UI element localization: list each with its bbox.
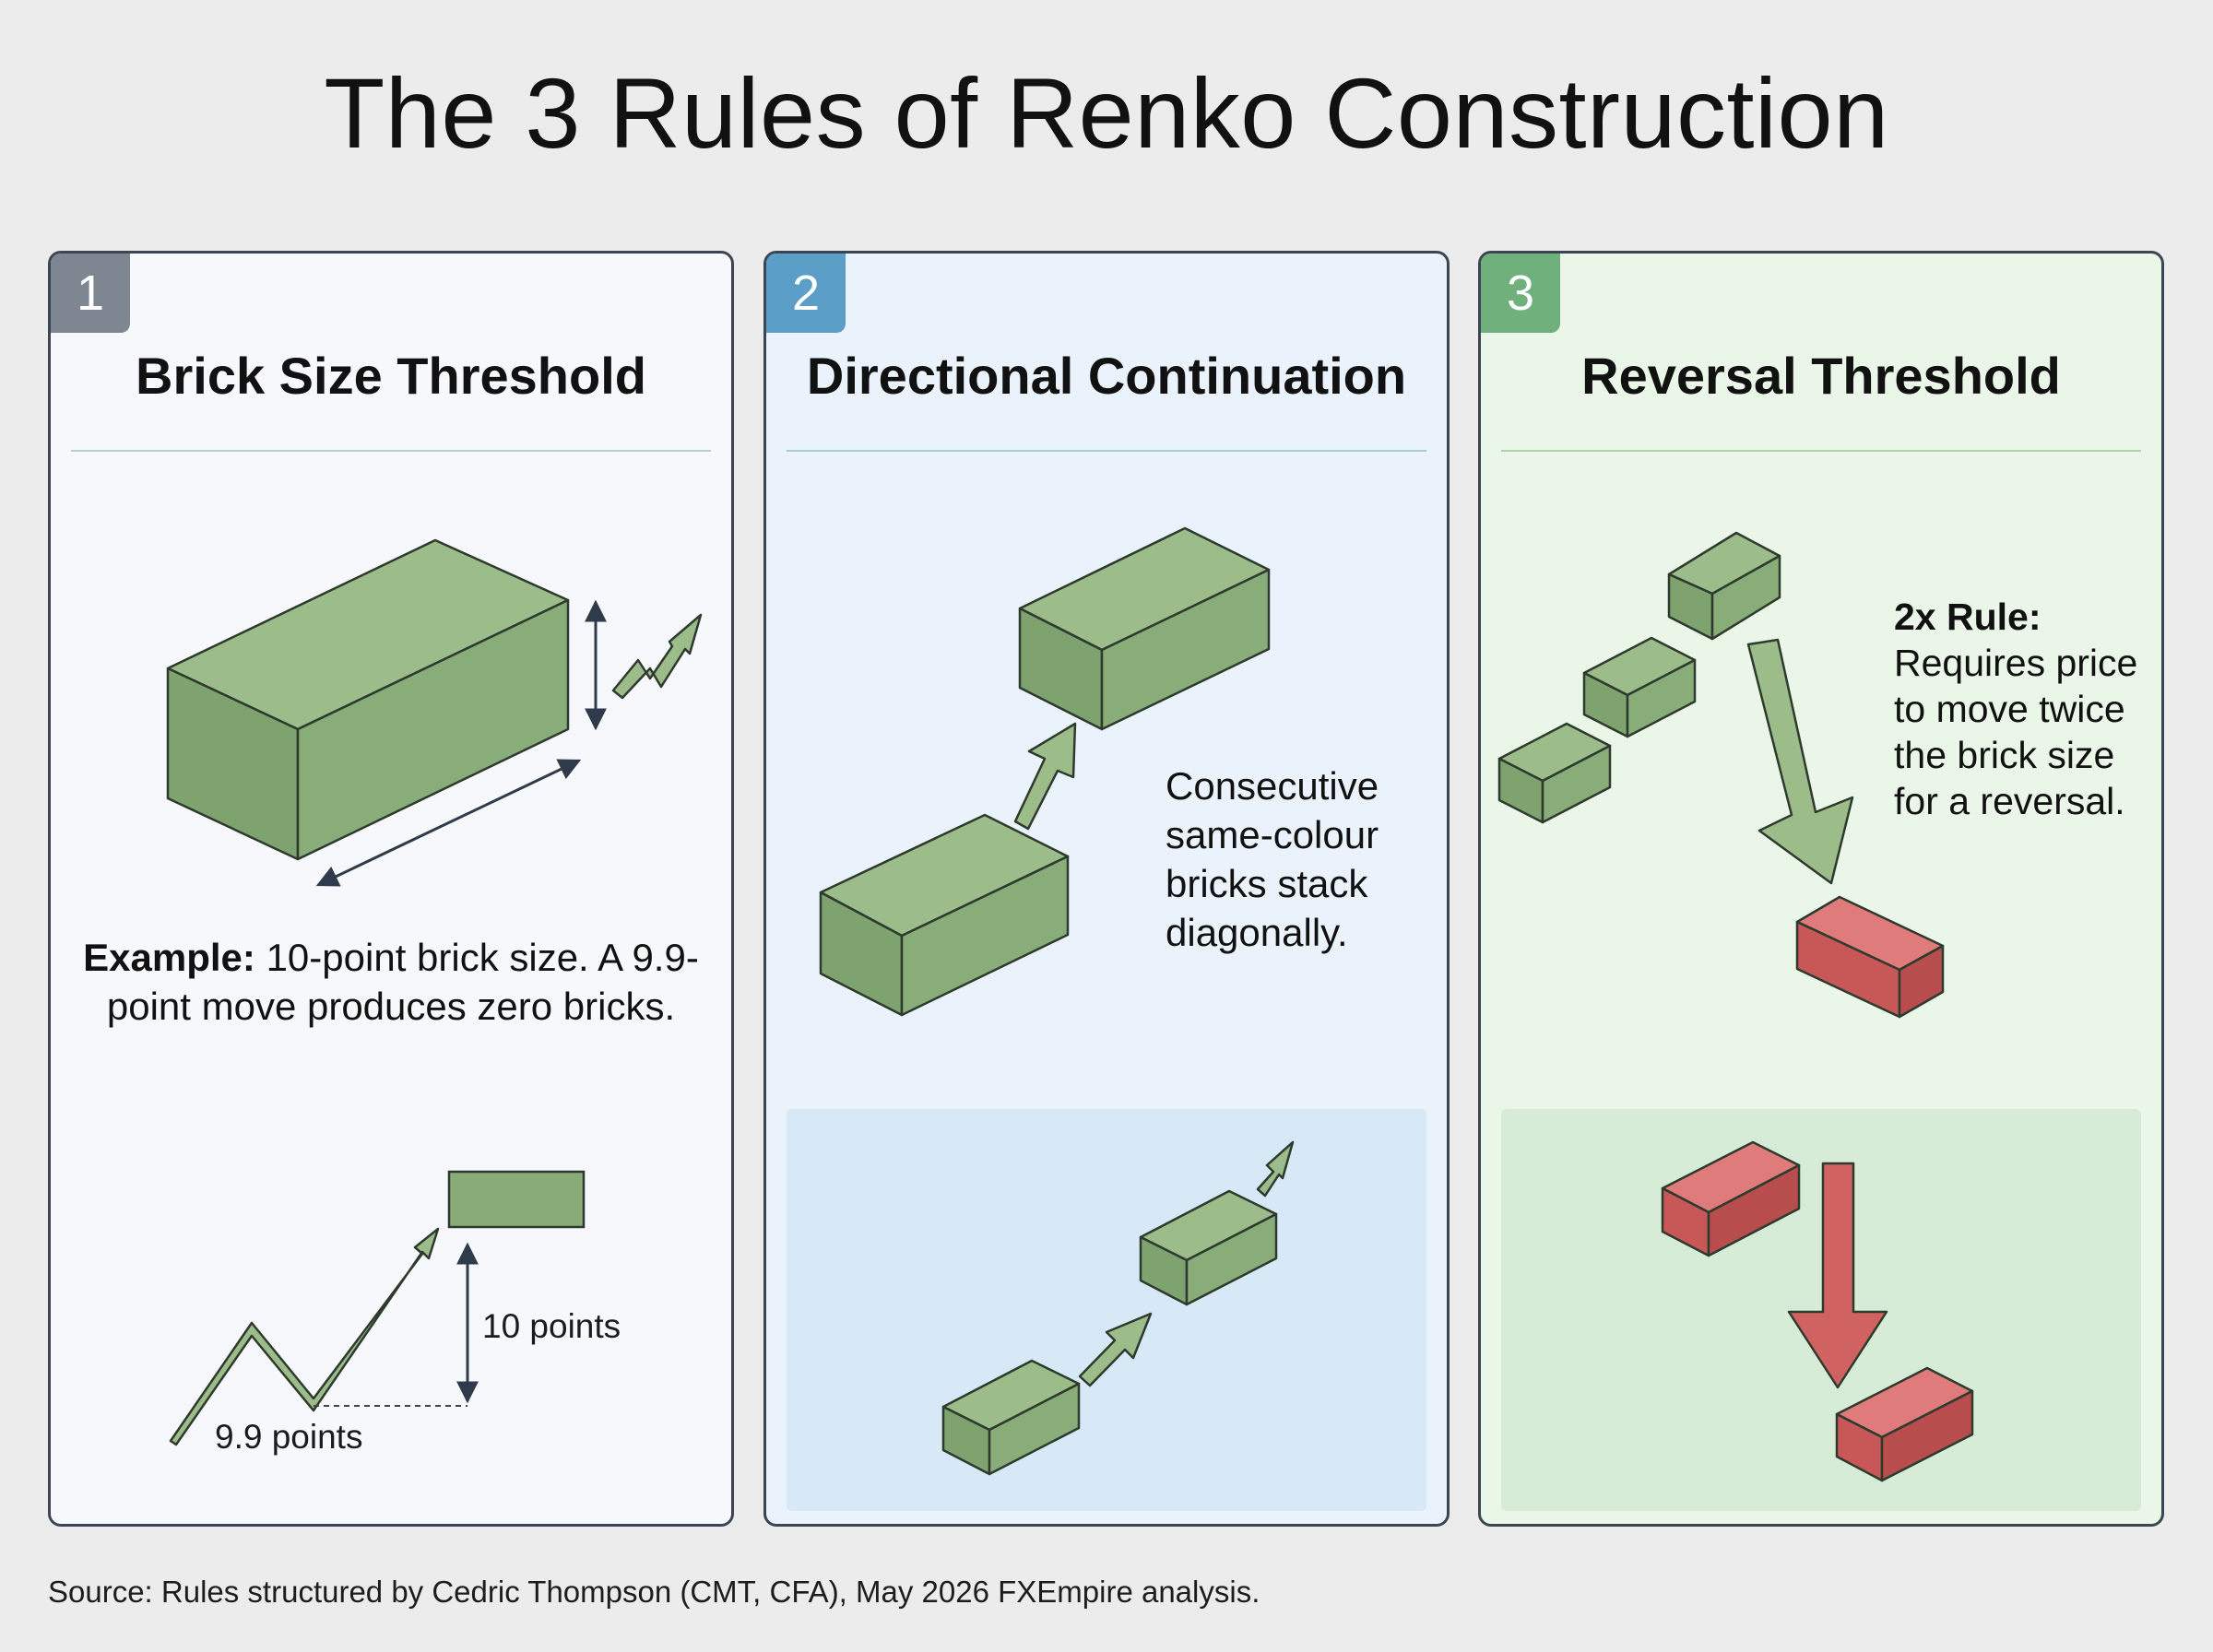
lower-green-brick bbox=[819, 813, 1070, 1017]
panel-reversal-threshold: 3 Reversal Threshold bbox=[1478, 251, 2164, 1527]
stair-brick-2 bbox=[1582, 636, 1697, 738]
brick-illustration: 10 points 9.9 points bbox=[166, 538, 703, 1456]
two-x-rule-label: 2x Rule: bbox=[1894, 596, 2041, 638]
bottom-lower-brick bbox=[941, 1359, 1081, 1476]
panel-title: Brick Size Threshold bbox=[136, 347, 646, 405]
page-title: The 3 Rules of Renko Construction bbox=[324, 57, 1889, 169]
price-path-arrow bbox=[169, 1227, 440, 1446]
zigzag-arrow-icon bbox=[611, 613, 703, 700]
reversal-illustration bbox=[1497, 531, 1974, 1482]
source-note: Source: Rules structured by Cedric Thomp… bbox=[48, 1575, 1260, 1609]
panel-number-badge: 1 bbox=[51, 254, 130, 333]
divider bbox=[71, 450, 711, 452]
continuation-note: Consecutive same-colour bricks stack dia… bbox=[1166, 764, 1379, 954]
example-text: Example: 10-point brick size. A 9.9-poin… bbox=[69, 933, 713, 1031]
stacking-illustration bbox=[819, 526, 1295, 1476]
bottom-red-brick-lower bbox=[1835, 1366, 1974, 1482]
two-x-rule-note: 2x Rule: Requires price to move twice th… bbox=[1894, 594, 2152, 824]
reversal-down-arrow-icon bbox=[1746, 638, 1854, 885]
panel-number-badge: 3 bbox=[1481, 254, 1560, 333]
stair-brick-1 bbox=[1497, 722, 1612, 824]
target-brick bbox=[447, 1170, 586, 1229]
bottom-red-down-arrow-icon bbox=[1787, 1162, 1888, 1389]
example-label: Example: bbox=[83, 936, 255, 979]
upper-green-brick bbox=[1018, 526, 1271, 731]
up-right-arrow-icon bbox=[1013, 722, 1077, 831]
label-9-9-points: 9.9 points bbox=[215, 1418, 362, 1456]
length-arrow bbox=[315, 759, 582, 887]
stair-brick-3 bbox=[1667, 531, 1781, 641]
label-10-points: 10 points bbox=[482, 1307, 621, 1345]
red-reversal-brick bbox=[1795, 895, 1945, 1019]
divider bbox=[787, 450, 1426, 452]
panel-directional-continuation: 2 Directional Continuation bbox=[763, 251, 1450, 1527]
bottom-upper-brick bbox=[1139, 1189, 1278, 1306]
bottom-continuation-arrow-icon bbox=[1256, 1140, 1295, 1198]
example-diagram-box bbox=[787, 1109, 1426, 1511]
divider bbox=[1501, 450, 2141, 452]
panel-title: Reversal Threshold bbox=[1581, 347, 2061, 405]
large-green-brick bbox=[166, 538, 570, 861]
bottom-red-brick-upper bbox=[1661, 1140, 1801, 1257]
bottom-arrow-icon bbox=[1078, 1312, 1153, 1387]
example-diagram-box bbox=[1501, 1109, 2141, 1511]
example-body: 10-point brick size. A 9.9-point move pr… bbox=[106, 936, 699, 1028]
panel-number-badge: 2 bbox=[766, 254, 846, 333]
two-x-rule-text: Requires price to move twice the brick s… bbox=[1894, 642, 2138, 822]
panel-brick-size-threshold: 1 Brick Size Threshold 10 points 9.9 poi… bbox=[48, 251, 734, 1527]
panel-title: Directional Continuation bbox=[806, 347, 1407, 405]
